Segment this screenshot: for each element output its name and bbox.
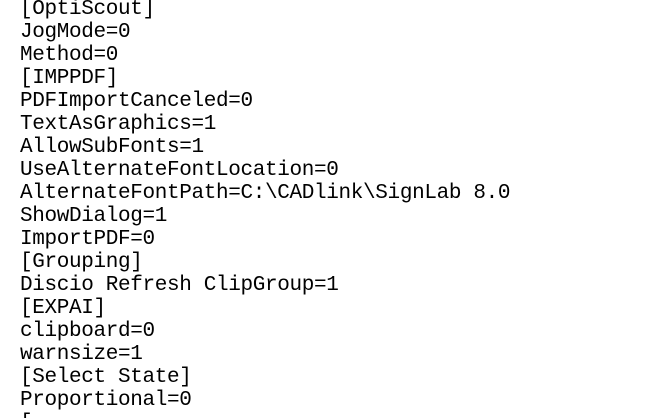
setting-allowsubfonts: AllowSubFonts=1 <box>20 136 204 159</box>
setting-importpdf: ImportPDF=0 <box>20 228 155 251</box>
setting-clipboard: clipboard=0 <box>20 320 155 343</box>
section-header-optiscout: [OptiScout] <box>20 0 155 21</box>
section-header-select-state: [Select State] <box>20 366 192 389</box>
setting-jogmode: JogMode=0 <box>20 21 131 44</box>
setting-warnsize: warnsize=1 <box>20 343 143 366</box>
setting-method: Method=0 <box>20 44 119 67</box>
setting-showdialog: ShowDialog=1 <box>20 205 168 228</box>
setting-pdfimportcanceled: PDFImportCanceled=0 <box>20 90 253 113</box>
setting-proportional: Proportional=0 <box>20 389 192 412</box>
ini-text-content: [OptiScout] JogMode=0 Method=0 [IMPPDF] … <box>20 0 510 418</box>
section-header-grouping: [Grouping] <box>20 251 143 274</box>
setting-usealternatefontlocation: UseAlternateFontLocation=0 <box>20 159 339 182</box>
setting-alternatefontpath: AlternateFontPath=C:\CADlink\SignLab 8.0 <box>20 182 511 205</box>
section-header-partial: [ <box>20 412 510 418</box>
section-header-imppdf: [IMPPDF] <box>20 67 119 90</box>
setting-textasgraphics: TextAsGraphics=1 <box>20 113 217 136</box>
setting-discio-refresh-clipgroup: Discio Refresh ClipGroup=1 <box>20 274 339 297</box>
section-header-expai: [EXPAI] <box>20 297 106 320</box>
